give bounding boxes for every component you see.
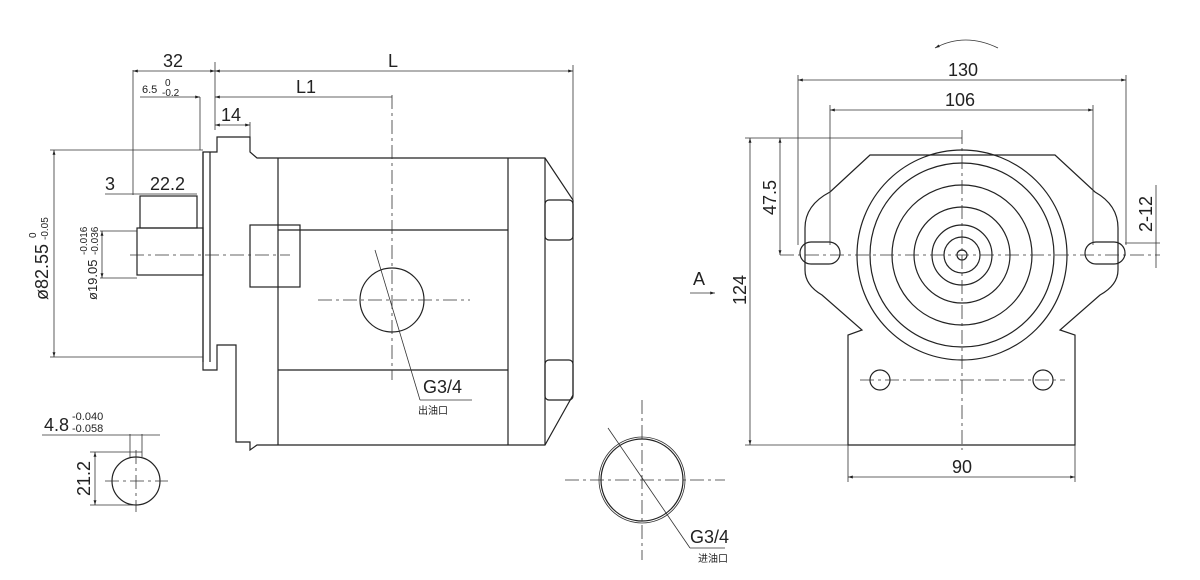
dim-6-5-upper-tol: 0 — [165, 78, 171, 89]
dim-106: 106 — [945, 90, 975, 110]
dim-6-5: 6.5 — [142, 84, 157, 96]
dim-82-55-upper-tol: 0 — [28, 232, 39, 238]
dim-14: 14 — [221, 105, 241, 125]
dim-4-8-upper-tol: -0.040 — [72, 411, 103, 423]
side-view: G3/4 出油口 32 L 6.5 0 -0.2 L1 14 3 22.2 ø8… — [28, 51, 574, 452]
dim-90: 90 — [952, 457, 972, 477]
dim-124: 124 — [730, 275, 750, 305]
dim-32: 32 — [163, 51, 183, 71]
view-a-label: A — [693, 269, 705, 289]
inlet-port: G3/4 进油口 — [565, 400, 729, 565]
dim-82-55-lower-tol: -0.05 — [40, 217, 51, 240]
dim-L1: L1 — [296, 77, 316, 97]
dim-47-5: 47.5 — [760, 180, 780, 215]
dim-4-8-lower-tol: -0.058 — [72, 423, 103, 435]
dim-4-8: 4.8 — [44, 415, 69, 435]
dim-21-2: 21.2 — [74, 461, 94, 496]
dim-19-05: ø19.05 — [85, 260, 100, 300]
dim-6-5-lower-tol: -0.2 — [162, 88, 180, 99]
front-view: A 130 106 47.5 2-12 124 90 — [690, 39, 1160, 482]
dim-19-05-upper-tol: -0.016 — [79, 226, 90, 255]
dim-2-12: 2-12 — [1136, 196, 1156, 232]
dim-82-55: ø82.55 — [32, 244, 52, 300]
dim-L: L — [388, 51, 398, 71]
dim-130: 130 — [948, 60, 978, 80]
dim-22-2: 22.2 — [150, 174, 185, 194]
outlet-thread-label: G3/4 — [423, 377, 462, 397]
dim-19-05-lower-tol: -0.036 — [90, 226, 101, 255]
inlet-label: 进油口 — [698, 552, 728, 565]
shaft-section: 4.8 -0.040 -0.058 21.2 — [42, 411, 168, 512]
inlet-thread-label: G3/4 — [690, 527, 729, 547]
outlet-label: 出油口 — [418, 404, 448, 417]
dim-3: 3 — [105, 174, 115, 194]
